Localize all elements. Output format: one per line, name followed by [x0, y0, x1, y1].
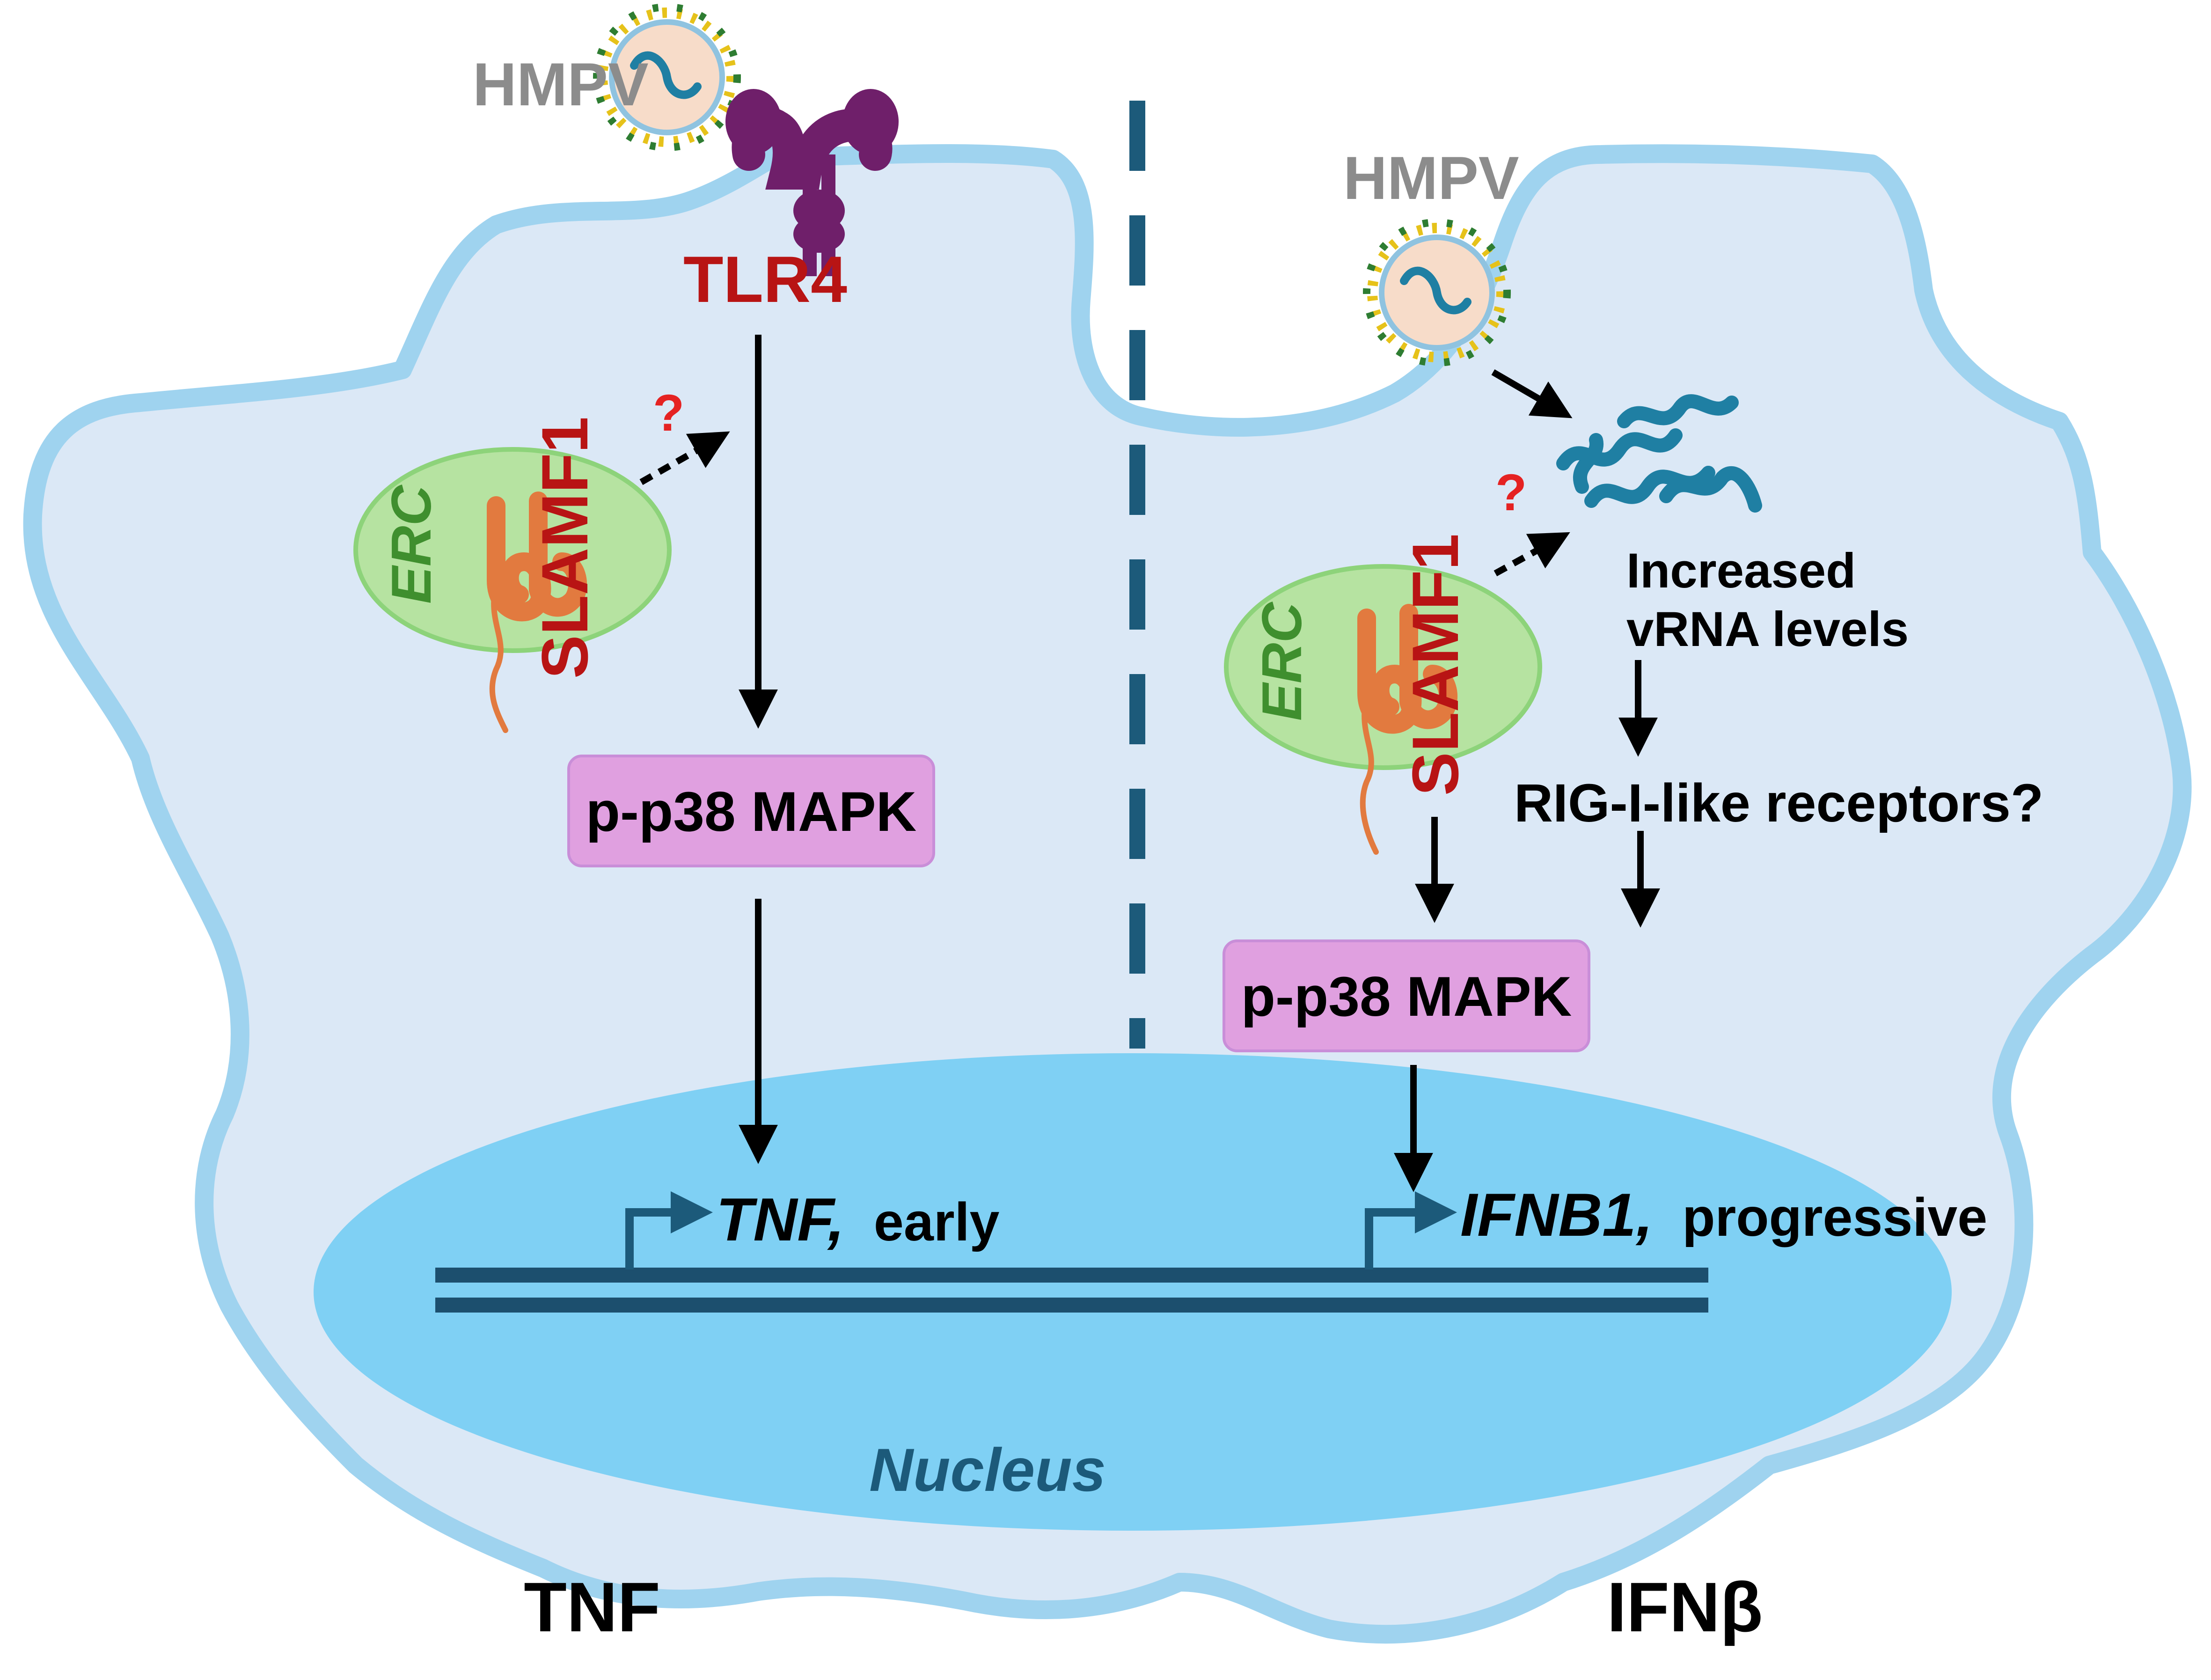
promoter-arrow-ifnb1 — [1365, 1191, 1457, 1269]
slamf1-label-left: SLAMF1 — [528, 417, 601, 679]
erc-right — [1224, 564, 1542, 770]
dotted-arrow-right — [1494, 532, 1570, 577]
nucleus-label: Nucleus — [869, 1436, 1106, 1504]
promoter-arrow-tnf — [625, 1191, 713, 1269]
question-mark-left: ? — [653, 384, 684, 442]
rig-i-like-receptors-label: RIG-I-like receptors? — [1514, 773, 2043, 833]
vrna-text-line2: vRNA levels — [1626, 602, 1909, 657]
panel-title-right: IFNβ — [1607, 1568, 1763, 1646]
hmpv-virion-right — [1363, 219, 1511, 367]
p38-label-right: p-p38 MAPK — [1241, 965, 1572, 1028]
erc-label-left: ERC — [380, 484, 443, 604]
tlr4-receptor — [725, 89, 899, 276]
p38-box-right — [1223, 939, 1590, 1052]
slamf1-label-right: SLAMF1 — [1398, 534, 1472, 796]
tnf-gene-label: TNF, early — [716, 1185, 1000, 1254]
hmpv-label-left: HMPV — [473, 50, 649, 118]
vrna-text-line1: Increased — [1626, 543, 1856, 598]
nucleus — [314, 1053, 1952, 1531]
hmpv-virion-left — [593, 3, 741, 151]
ifnb1-gene-label: IFNB1, progressive — [1460, 1181, 1987, 1249]
tnf-gene-name: TNF, — [716, 1185, 844, 1254]
tnf-kinetics: early — [874, 1192, 1000, 1252]
slamf1-protein-right — [1357, 604, 1457, 855]
vrna-icon — [1556, 394, 1762, 513]
erc-label-right: ERC — [1251, 601, 1313, 721]
panel-title-left: TNF — [524, 1568, 660, 1646]
slamf1-protein-left — [487, 492, 587, 733]
ifnb1-kinetics: progressive — [1682, 1188, 1987, 1247]
ifnb1-gene-name: IFNB1, — [1460, 1181, 1653, 1249]
p38-box-left — [567, 755, 935, 867]
p38-label-left: p-p38 MAPK — [586, 780, 917, 843]
question-mark-right: ? — [1495, 464, 1527, 521]
dotted-arrow-left — [639, 431, 730, 485]
erc-left — [353, 447, 672, 653]
tlr4-label: TLR4 — [683, 242, 847, 316]
arrow-virus-to-vrna — [1491, 369, 1573, 418]
hmpv-label-right: HMPV — [1343, 144, 1519, 212]
